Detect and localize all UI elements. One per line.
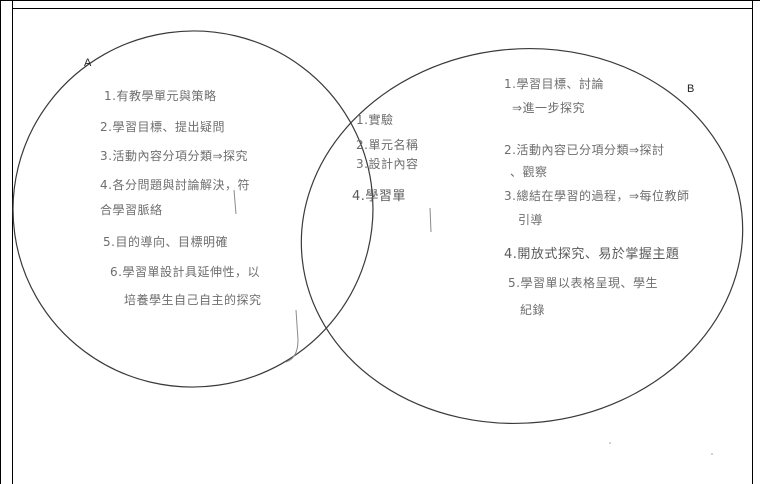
pencil-stroke [285,309,299,363]
set-a-item: 6.學習單設計具延伸性，以 [110,264,260,279]
pencil-stroke [429,207,432,233]
set-a-item: 2.學習目標、提出疑問 [100,119,225,134]
overlap-item: 3.設計內容 [356,156,418,171]
set-a-circle [12,30,374,388]
set-b-circle [300,47,744,425]
set-a-item: 培養學生自己自主的探究 [124,292,262,307]
set-b-item: 紀錄 [520,302,545,317]
pencil-dot [711,453,713,455]
set-b-item: ⇒進一步探究 [512,100,585,115]
set-a-items: 1.有教學單元與策略 2.學習目標、提出疑問 3.活動內容分項分類⇒探究 4.各… [100,88,262,307]
set-b-item: 引導 [518,213,543,227]
pencil-dot [609,442,611,444]
set-b-item: 2.活動內容已分項分類⇒探討 [504,142,665,157]
set-b-item: 1.學習目標、討論 [504,76,604,91]
set-b-label: B [687,83,694,95]
overlap-item: 2.單元名稱 [356,137,418,152]
set-a-item: 合學習脈絡 [100,202,163,217]
set-b-items: 1.學習目標、討論 ⇒進一步探究 2.活動內容已分項分類⇒探討 、觀察 3.總結… [504,76,690,317]
set-a-item: 1.有教學單元與策略 [104,88,216,103]
set-b-item: 3.總結在學習的過程，⇒每位教師 [504,188,690,203]
set-b-item: 、觀察 [510,165,548,179]
set-b-item: 5.學習單以表格呈現、學生 [508,275,658,290]
set-a-label: A [84,57,92,69]
set-a-item: 4.各分問題與討論解決，符 [100,177,250,192]
set-b-item: 4.開放式探究、易於掌握主題 [504,246,679,262]
overlap-items: 1.實驗 2.單元名稱 3.設計內容 4.學習單 [352,112,418,204]
pencil-stroke [233,189,237,215]
overlap-item: 1.實驗 [356,112,393,127]
overlap-item: 4.學習單 [352,189,406,204]
set-a-item: 3.活動內容分項分類⇒探究 [100,148,248,163]
set-a-item: 5.目的導向、目標明確 [103,234,228,249]
